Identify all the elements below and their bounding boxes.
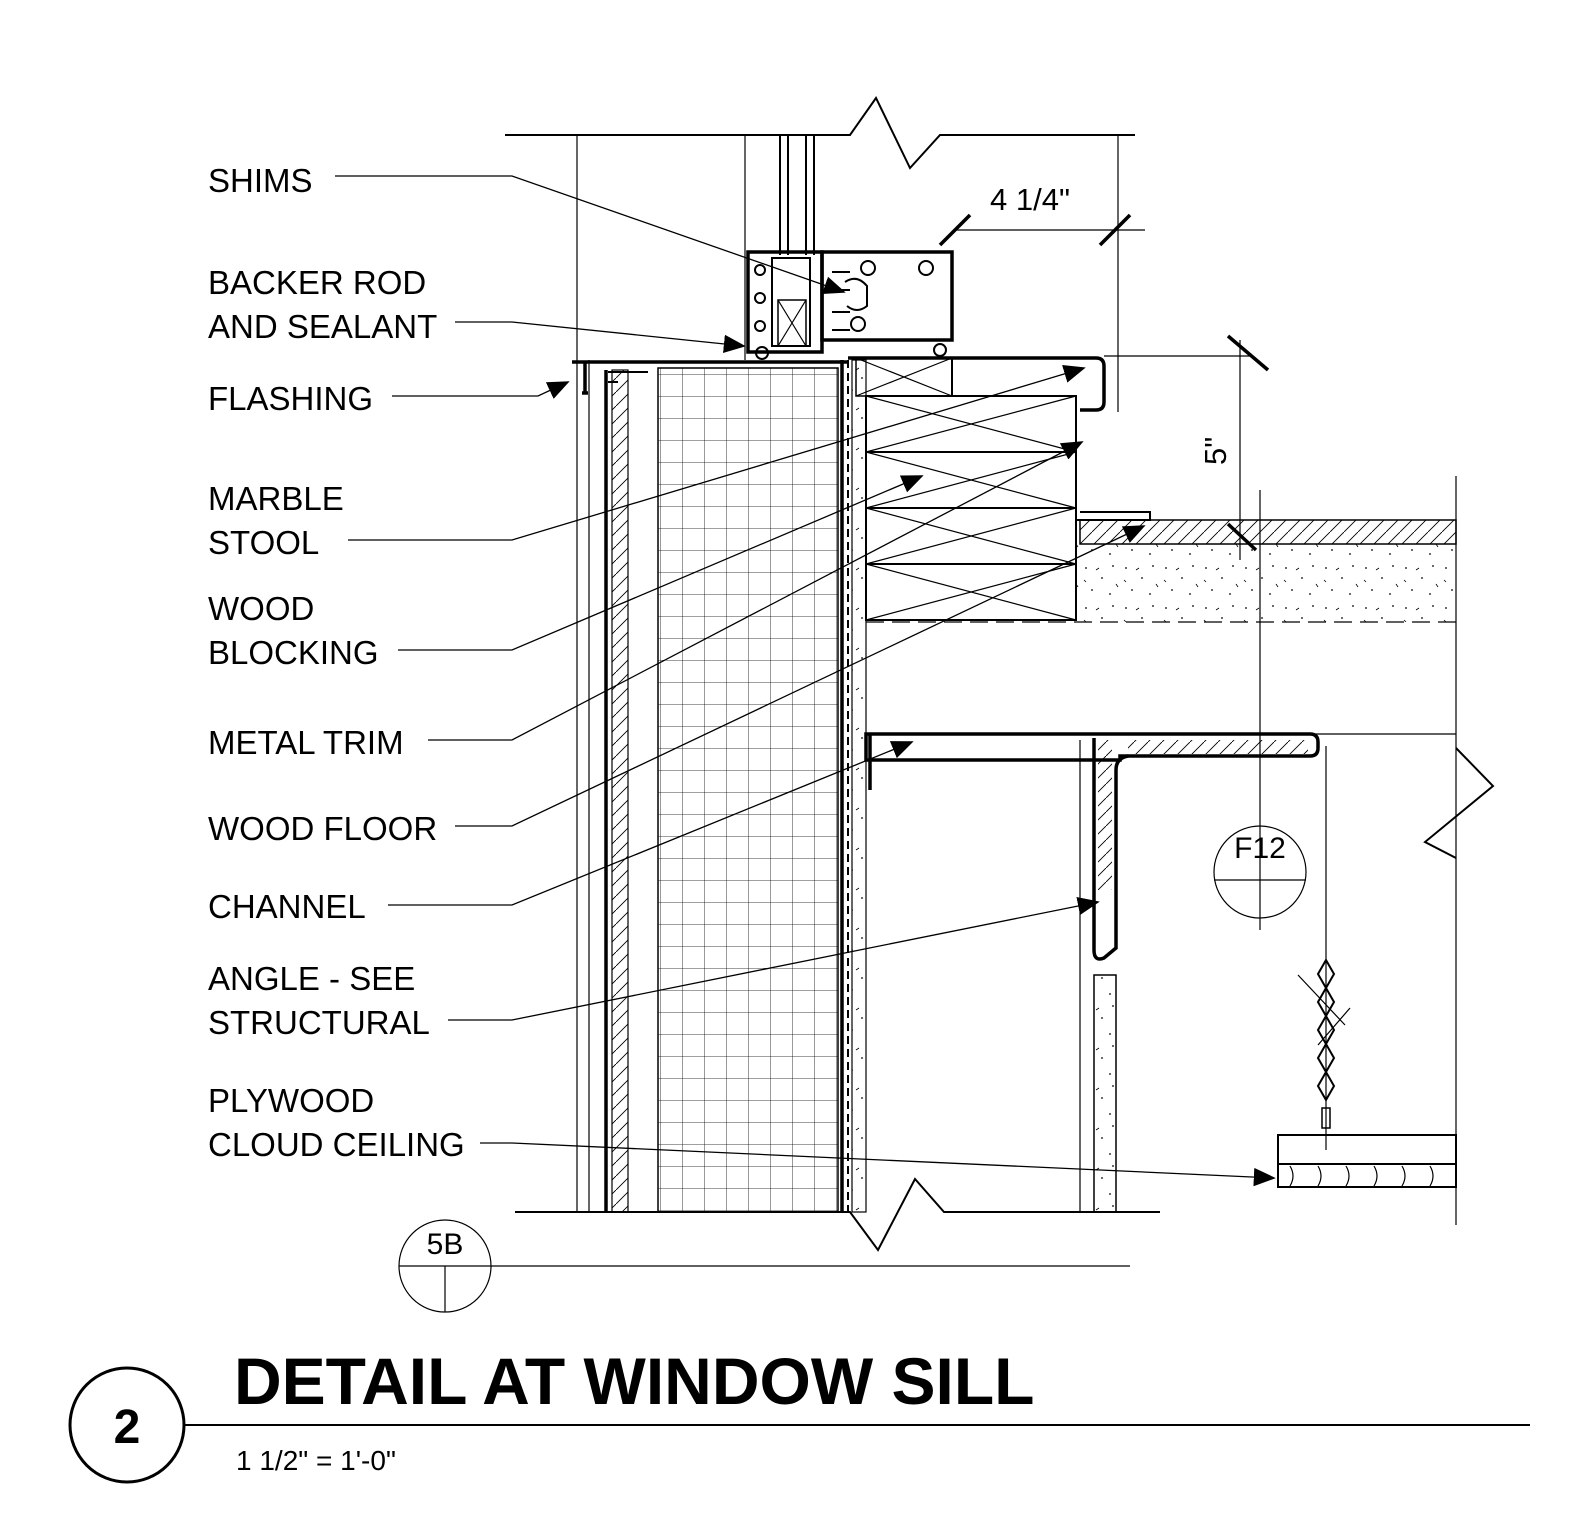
wood-floor — [1079, 519, 1457, 545]
steel-angle — [1092, 738, 1129, 961]
dim-sill-width: 4 1/4" — [990, 182, 1070, 217]
concrete-slab — [1076, 544, 1456, 622]
metal-trim — [1075, 402, 1151, 521]
drawing-scale: 1 1/2" = 1'-0" — [236, 1445, 396, 1476]
label-channel: CHANNEL — [208, 888, 366, 925]
wall-section — [505, 96, 1160, 1252]
label-marble-stool-line1: MARBLE — [208, 480, 344, 517]
label-plywood-line2: CLOUD CEILING — [208, 1126, 465, 1163]
label-backer-rod-line2: AND SEALANT — [208, 308, 437, 345]
label-marble-stool-line2: STOOL — [208, 524, 319, 561]
tag-f12-label: F12 — [1234, 832, 1286, 865]
flashing — [572, 360, 848, 395]
glazing-shim — [777, 299, 807, 347]
plywood-cloud — [1277, 1134, 1457, 1188]
label-flashing: FLASHING — [208, 380, 373, 417]
label-shims: SHIMS — [208, 162, 313, 199]
dim-sill-height: 5" — [1198, 437, 1233, 465]
marble-stool — [848, 356, 1106, 412]
interior-plaster — [851, 359, 867, 1213]
cloud-ceiling — [1277, 746, 1457, 1188]
label-backer-rod-line1: BACKER ROD — [208, 264, 426, 301]
title-block: 2 DETAIL AT WINDOW SILL 1 1/2" = 1'-0" — [68, 1344, 1530, 1484]
detail-number: 2 — [114, 1401, 141, 1454]
leader-lines — [335, 175, 1276, 1187]
window-frame — [746, 135, 954, 360]
hanger-wire — [1316, 957, 1336, 1103]
backer-rod — [755, 346, 769, 360]
top-break-line — [505, 96, 1135, 170]
label-wood-blocking-line2: BLOCKING — [208, 634, 379, 671]
section-tag-5b[interactable]: 5B — [398, 1219, 1130, 1313]
label-metal-trim: METAL TRIM — [208, 724, 404, 761]
drawing-title: DETAIL AT WINDOW SILL — [234, 1344, 1034, 1418]
sill-assembly — [572, 356, 1151, 621]
section-tag-f12[interactable]: F12 — [1213, 490, 1307, 930]
callout-labels: SHIMS BACKER ROD AND SEALANT FLASHING MA… — [208, 162, 465, 1163]
tag-5b-label: 5B — [427, 1228, 464, 1261]
label-angle-line1: ANGLE - SEE — [208, 960, 415, 997]
label-plywood-line1: PLYWOOD — [208, 1082, 374, 1119]
floor-structure — [864, 476, 1495, 1225]
channel — [864, 732, 1320, 762]
label-wood-floor: WOOD FLOOR — [208, 810, 437, 847]
label-wood-blocking-line1: WOOD — [208, 590, 314, 627]
dimension-lines: 4 1/4" 5" — [938, 182, 1270, 560]
masonry-infill — [657, 367, 839, 1213]
sheathing-layer — [611, 369, 629, 1213]
label-angle-line2: STRUCTURAL — [208, 1004, 430, 1041]
